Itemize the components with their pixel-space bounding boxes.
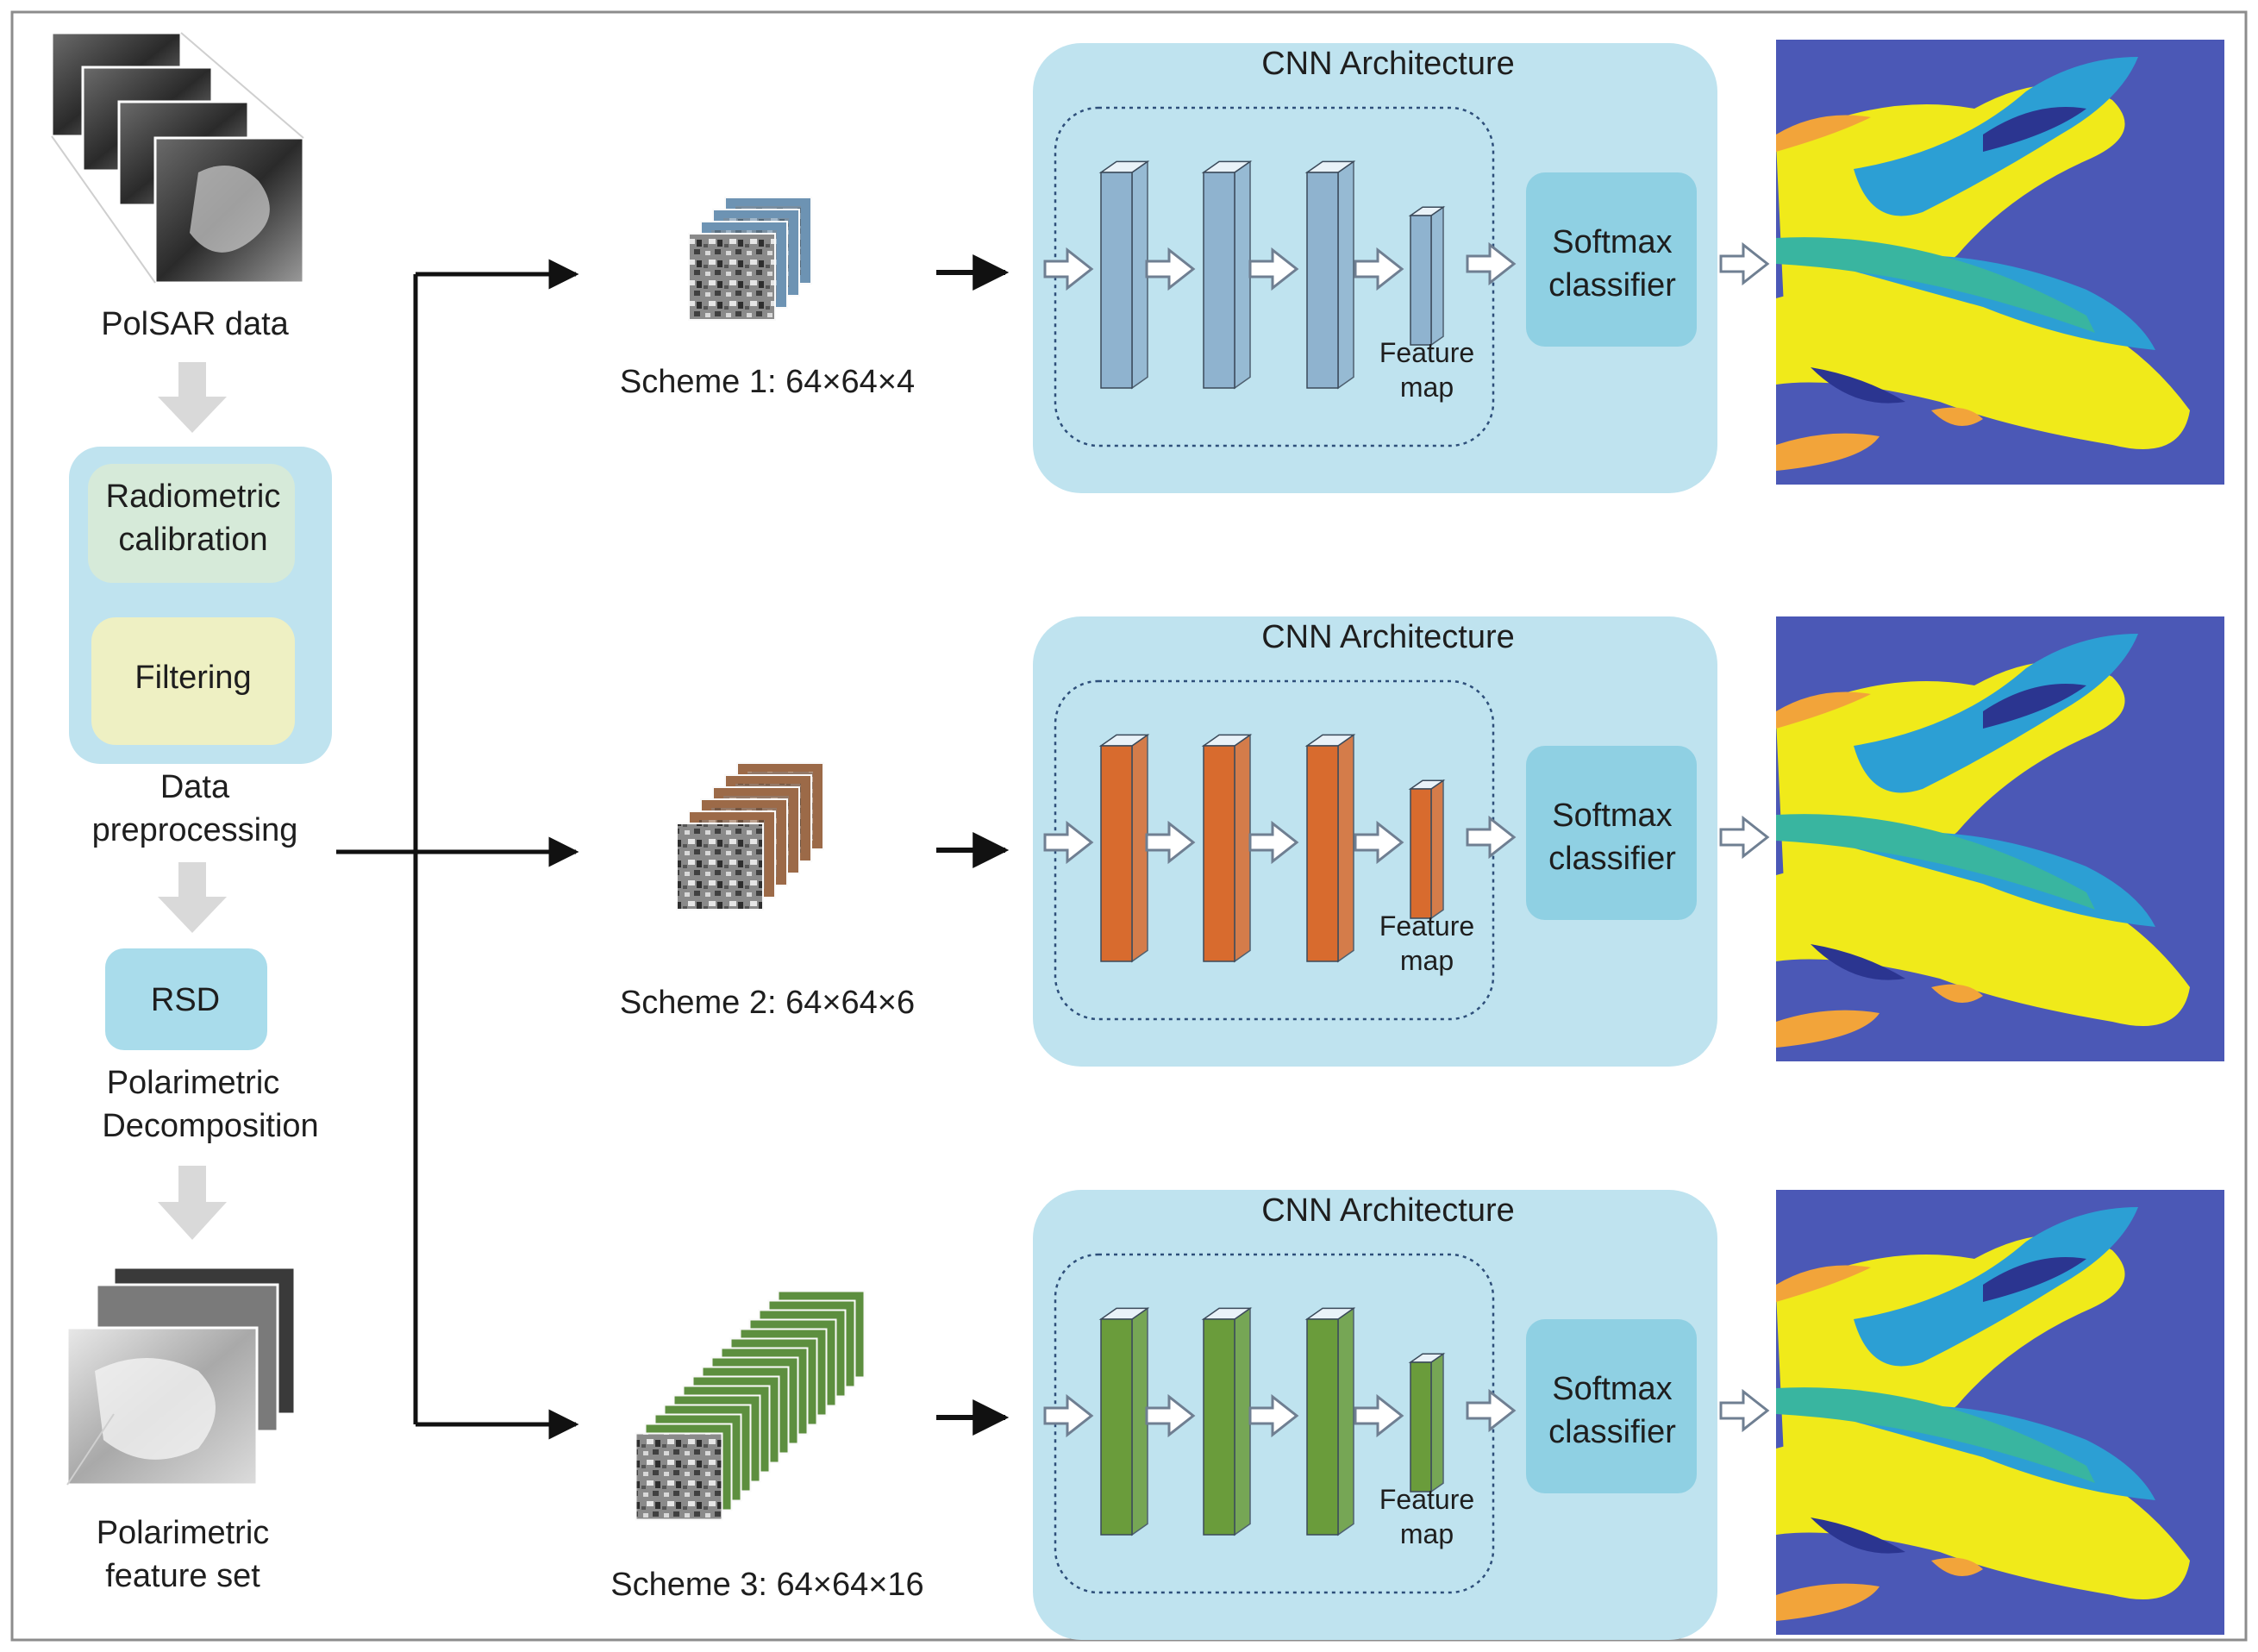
classification-map-image <box>1776 40 2224 485</box>
scheme-input-stack-icon <box>635 1290 866 1521</box>
feature-set-label-line2: feature set <box>105 1558 260 1594</box>
to-map-arrow <box>1719 815 1770 860</box>
filtering-box <box>91 617 295 745</box>
softmax-classifier-box <box>1526 746 1697 920</box>
softmax-classifier-box <box>1526 1319 1697 1493</box>
layer-flow-arrow <box>1248 820 1299 865</box>
radiometric-label-line2: calibration <box>118 522 267 558</box>
decomposition-label-line2: Decomposition <box>102 1108 318 1144</box>
softmax-label: classifier <box>1548 267 1676 303</box>
softmax-label: Softmax <box>1552 1371 1672 1407</box>
classification-map-image <box>1776 1190 2224 1635</box>
layer-flow-arrow <box>1248 247 1299 291</box>
feature-map-layer <box>1408 1352 1446 1493</box>
flow-arrow-down-1 <box>158 362 227 433</box>
conv-layer <box>1304 733 1356 963</box>
polsar-data-label: PolSAR data <box>101 306 289 342</box>
scheme-label: Scheme 2: 64×64×6 <box>620 985 915 1021</box>
conv-layer <box>1201 1306 1253 1536</box>
scheme-input-stack-icon <box>688 197 812 321</box>
layer-flow-arrow <box>1248 1393 1299 1438</box>
preprocessing-label-line2: preprocessing <box>92 812 298 848</box>
conv-layer <box>1098 733 1150 963</box>
cnn-architecture-title: CNN Architecture <box>1261 619 1515 655</box>
softmax-label: classifier <box>1548 841 1676 877</box>
scheme-label: Scheme 3: 64×64×16 <box>610 1567 923 1603</box>
cnn-architecture-title: CNN Architecture <box>1261 1192 1515 1229</box>
conv-layer <box>1098 1306 1150 1536</box>
softmax-classifier-box <box>1526 172 1697 347</box>
layer-flow-arrow <box>1145 247 1196 291</box>
feature-map-label: Feature <box>1379 337 1474 368</box>
layer-flow-arrow <box>1145 820 1196 865</box>
feature-map-layer <box>1408 205 1446 347</box>
radiometric-calibration-box <box>88 464 295 583</box>
conv-layer <box>1304 160 1356 390</box>
conv-layer <box>1098 160 1150 390</box>
layer-flow-arrow <box>1466 815 1517 860</box>
feature-set-label-line1: Polarimetric <box>97 1515 270 1551</box>
feature-map-label: map <box>1400 1518 1454 1549</box>
preprocessing-label-line1: Data <box>160 769 230 805</box>
feature-set-stack-icon <box>66 1266 297 1486</box>
layer-flow-arrow <box>1466 1388 1517 1433</box>
softmax-label: Softmax <box>1552 224 1672 260</box>
to-map-arrow <box>1719 1388 1770 1433</box>
scheme-input-stack-icon <box>676 762 824 910</box>
conv-layer <box>1201 160 1253 390</box>
feature-map-label: Feature <box>1379 910 1474 942</box>
feature-map-layer <box>1408 779 1446 920</box>
layer-flow-arrow <box>1145 1393 1196 1438</box>
scheme-label: Scheme 1: 64×64×4 <box>620 364 915 400</box>
decomposition-label-line1: Polarimetric <box>107 1065 280 1101</box>
radiometric-label-line1: Radiometric <box>106 479 281 515</box>
branch-connector <box>336 259 579 1440</box>
flow-arrow-down-2 <box>158 862 227 933</box>
softmax-label: Softmax <box>1552 798 1672 834</box>
conv-layer <box>1304 1306 1356 1536</box>
cnn-architecture-title: CNN Architecture <box>1261 46 1515 82</box>
filtering-label: Filtering <box>134 660 251 696</box>
conv-layer <box>1201 733 1253 963</box>
softmax-label: classifier <box>1548 1414 1676 1450</box>
feature-map-label: map <box>1400 372 1454 403</box>
layer-flow-arrow <box>1043 1393 1094 1438</box>
feature-map-label: map <box>1400 945 1454 976</box>
layer-flow-arrow <box>1043 247 1094 291</box>
polsar-data-stack-icon <box>50 31 305 285</box>
layer-flow-arrow <box>1354 247 1404 291</box>
layer-flow-arrow <box>1354 1393 1404 1438</box>
feature-map-label: Feature <box>1379 1484 1474 1515</box>
layer-flow-arrow <box>1466 241 1517 286</box>
layer-flow-arrow <box>1354 820 1404 865</box>
to-map-arrow <box>1719 241 1770 286</box>
layer-flow-arrow <box>1043 820 1094 865</box>
classification-map-image <box>1776 616 2224 1061</box>
rsd-label: RSD <box>151 982 220 1018</box>
flow-arrow-down-3 <box>158 1166 227 1240</box>
rsd-box <box>105 948 267 1050</box>
